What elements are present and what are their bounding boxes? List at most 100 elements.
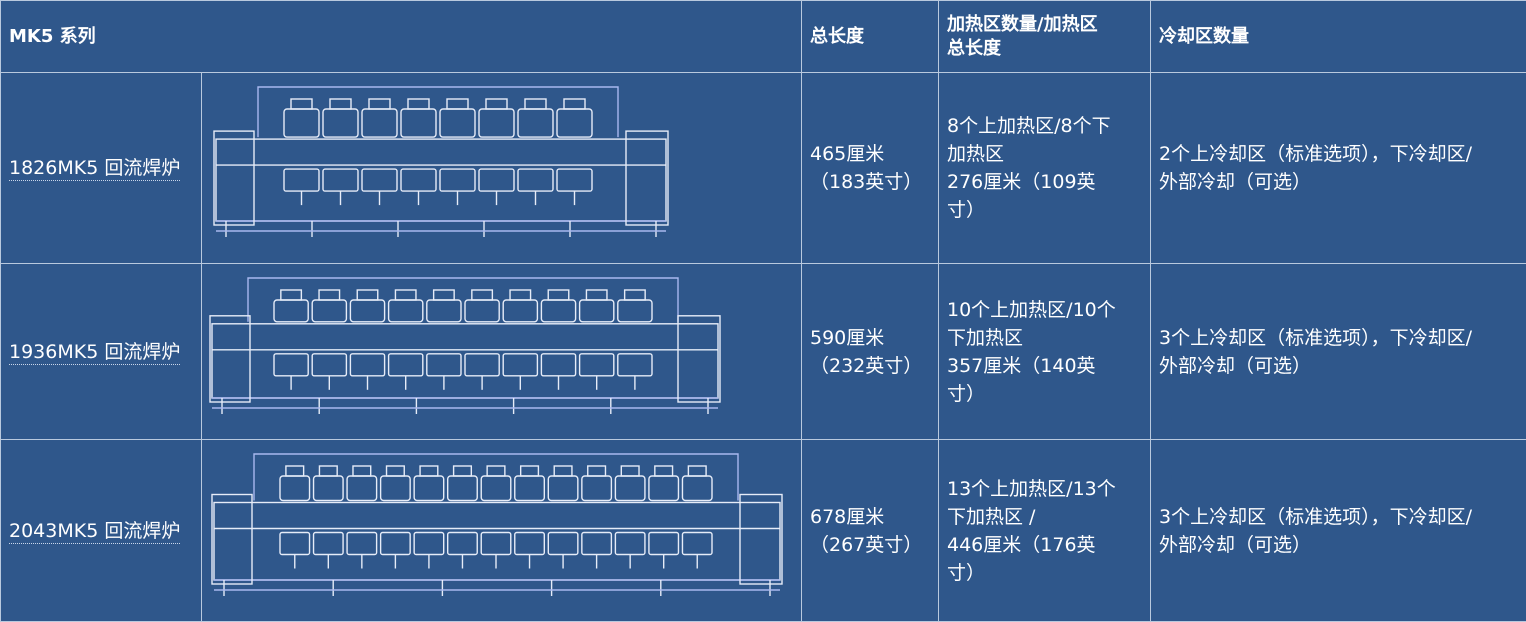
cooling-line: 2个上冷却区（标准选项），下冷却区/ <box>1159 140 1518 168</box>
entry-station <box>212 494 252 584</box>
oven-drawing-image <box>208 270 794 434</box>
heating-line: 下加热区 / <box>947 503 1142 531</box>
model-cell: 1826MK5 回流焊炉 <box>1 73 202 264</box>
cooling-line: 外部冷却（可选） <box>1159 531 1518 559</box>
header-cooling: 冷却区数量 <box>1151 1 1526 73</box>
heater-zone <box>312 290 346 390</box>
cooling-cell: 3个上冷却区（标准选项），下冷却区/ 外部冷却（可选） <box>1151 440 1526 622</box>
heating-line: 加热区 <box>947 140 1142 168</box>
heating-line: 276厘米（109英 <box>947 168 1142 196</box>
exit-station <box>678 315 720 401</box>
oven-legs <box>212 398 718 414</box>
oven-outline <box>210 278 720 402</box>
heater-zone <box>582 466 612 569</box>
heater-zone <box>682 466 712 569</box>
heater-zone <box>414 466 444 569</box>
length-cell: 678厘米 （267英寸） <box>802 440 939 622</box>
heater-zone <box>615 466 645 569</box>
heating-line: 寸） <box>947 559 1142 587</box>
heater-zone <box>481 466 511 569</box>
entry-station <box>210 315 250 401</box>
heating-line: 10个上加热区/10个 <box>947 296 1142 324</box>
heater-zone <box>323 99 358 205</box>
length-cm: 678厘米 <box>810 503 930 531</box>
heater-zone <box>440 99 475 205</box>
heating-line: 357厘米（140英 <box>947 352 1142 380</box>
header-heating-line2: 总长度 <box>947 37 1142 61</box>
table-row: 1936MK5 回流焊炉 590厘米 （232英寸） 10个上加热区/10个 下… <box>1 264 1526 440</box>
exit-station <box>626 131 668 225</box>
oven-image-cell <box>202 73 802 264</box>
header-heating-line1: 加热区数量/加热区 <box>947 13 1142 37</box>
heater-zone <box>465 290 499 390</box>
heater-zone <box>381 466 411 569</box>
cooling-line: 3个上冷却区（标准选项），下冷却区/ <box>1159 324 1518 352</box>
heater-zone <box>479 99 514 205</box>
heater-zone <box>448 466 478 569</box>
heater-zone <box>314 466 344 569</box>
heating-line: 寸） <box>947 380 1142 408</box>
length-cm: 465厘米 <box>810 140 930 168</box>
oven-image-cell <box>202 440 802 622</box>
heating-line: 13个上加热区/13个 <box>947 475 1142 503</box>
heater-zone <box>350 290 384 390</box>
length-cell: 590厘米 （232英寸） <box>802 264 939 440</box>
length-cell: 465厘米 （183英寸） <box>802 73 939 264</box>
heating-cell: 8个上加热区/8个下 加热区 276厘米（109英 寸） <box>939 73 1151 264</box>
model-link[interactable]: 1936MK5 回流焊炉 <box>9 341 180 365</box>
oven-legs <box>216 221 666 237</box>
cooling-line: 外部冷却（可选） <box>1159 352 1518 380</box>
length-cm: 590厘米 <box>810 324 930 352</box>
heater-zone <box>401 99 436 205</box>
heater-zone <box>389 290 423 390</box>
heater-zone <box>649 466 679 569</box>
model-link[interactable]: 2043MK5 回流焊炉 <box>9 520 180 544</box>
heating-line: 寸） <box>947 196 1142 224</box>
heater-zone <box>284 99 319 205</box>
table-row: 1826MK5 回流焊炉 465厘米 （183英寸） 8个上加热区/8个下 加热… <box>1 73 1526 264</box>
oven-drawing-image <box>208 446 794 616</box>
header-series: MK5 系列 <box>1 1 802 73</box>
model-link[interactable]: 1826MK5 回流焊炉 <box>9 157 180 181</box>
heater-zone <box>280 466 310 569</box>
heating-line: 446厘米（176英 <box>947 531 1142 559</box>
header-row: MK5 系列 总长度 加热区数量/加热区 总长度 冷却区数量 <box>1 1 1526 73</box>
exit-station <box>740 494 782 584</box>
heater-zone <box>541 290 575 390</box>
heating-cell: 13个上加热区/13个 下加热区 / 446厘米（176英 寸） <box>939 440 1151 622</box>
oven-outline <box>212 454 782 584</box>
length-in: （232英寸） <box>810 352 930 380</box>
heater-zone <box>518 99 553 205</box>
heating-cell: 10个上加热区/10个 下加热区 357厘米（140英 寸） <box>939 264 1151 440</box>
heater-zone <box>515 466 545 569</box>
cooling-cell: 2个上冷却区（标准选项），下冷却区/ 外部冷却（可选） <box>1151 73 1526 264</box>
heater-zone <box>427 290 461 390</box>
heater-zone <box>274 290 308 390</box>
table-row: 2043MK5 回流焊炉 678厘米 （267英寸） 13个上加热区/13个 下… <box>1 440 1526 622</box>
heating-line: 下加热区 <box>947 324 1142 352</box>
length-in: （183英寸） <box>810 168 930 196</box>
oven-drawing-image <box>208 79 794 257</box>
cooling-cell: 3个上冷却区（标准选项），下冷却区/ 外部冷却（可选） <box>1151 264 1526 440</box>
cooling-line: 3个上冷却区（标准选项），下冷却区/ <box>1159 503 1518 531</box>
heater-zone <box>580 290 614 390</box>
model-cell: 2043MK5 回流焊炉 <box>1 440 202 622</box>
model-cell: 1936MK5 回流焊炉 <box>1 264 202 440</box>
oven-body <box>214 502 780 580</box>
heater-zone <box>362 99 397 205</box>
hood-frame <box>258 87 618 137</box>
heater-zone <box>347 466 377 569</box>
heater-zone <box>548 466 578 569</box>
heating-line: 8个上加热区/8个下 <box>947 112 1142 140</box>
length-in: （267英寸） <box>810 531 930 559</box>
heater-zone <box>557 99 592 205</box>
header-total-length: 总长度 <box>802 1 939 73</box>
oven-outline <box>214 87 668 225</box>
cooling-line: 外部冷却（可选） <box>1159 168 1518 196</box>
heater-zone <box>503 290 537 390</box>
header-heating: 加热区数量/加热区 总长度 <box>939 1 1151 73</box>
hood-frame <box>254 454 738 501</box>
oven-image-cell <box>202 264 802 440</box>
entry-station <box>214 131 254 225</box>
